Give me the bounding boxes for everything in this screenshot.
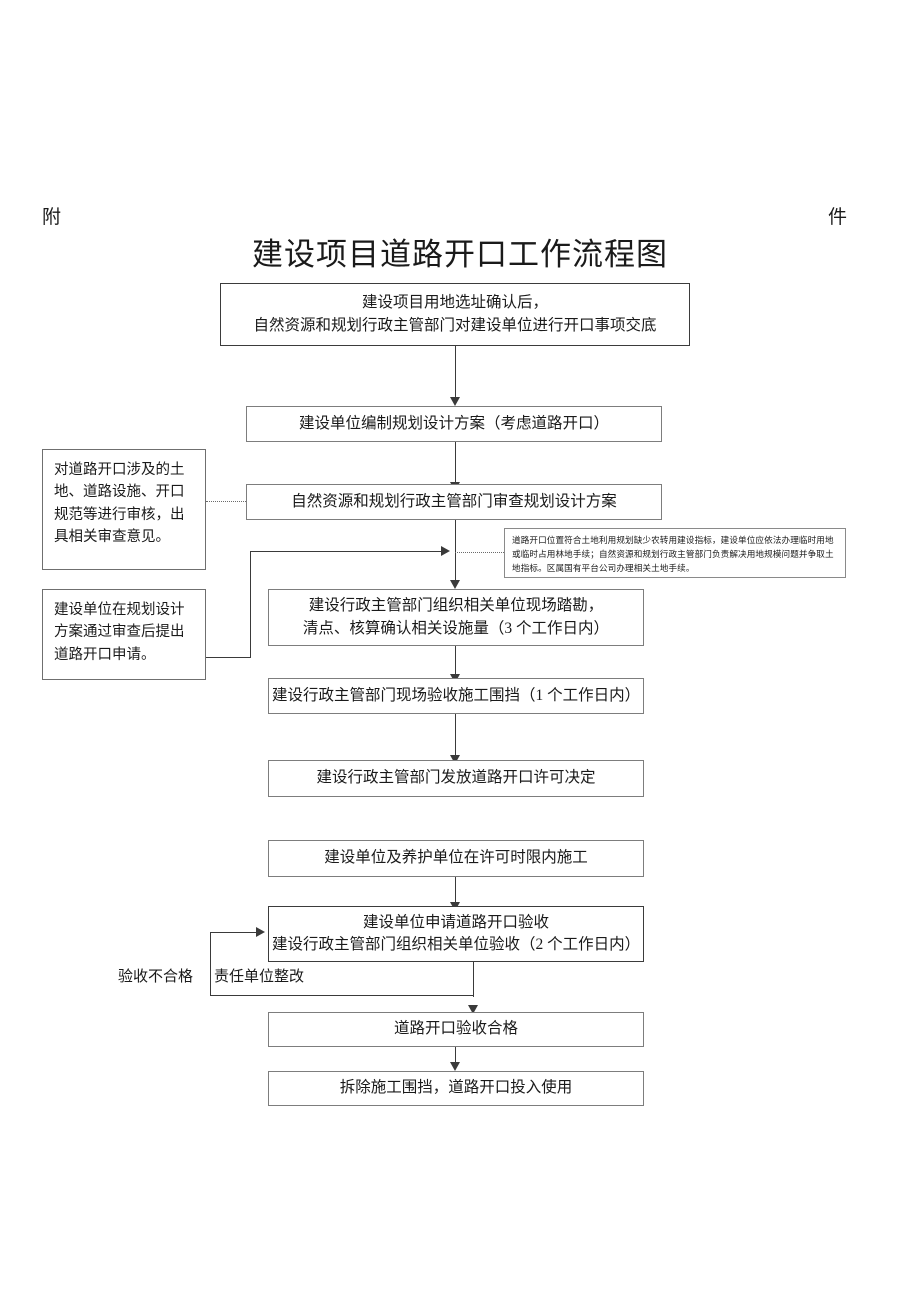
note-land-index-text: 道路开口位置符合土地利用规划缺少农转用建设指标，建设单位应依法办理临时用地或临时… [512, 535, 834, 573]
node-review-plan: 自然资源和规划行政主管部门审查规划设计方案 [246, 484, 662, 520]
node-disclosure-line-1: 建设项目用地选址确认后， [361, 294, 548, 312]
connector-n4-n5 [455, 646, 456, 677]
elbow-note2-h2 [250, 551, 443, 552]
arrowhead-n8-n9 [468, 1005, 478, 1014]
leader-note1-to-node3 [206, 501, 246, 502]
node-apply-acceptance-line-1: 建设单位申请道路开口验收 [362, 913, 549, 931]
elbow-note2-v [250, 551, 251, 658]
arrowhead-n1-n2 [450, 397, 460, 406]
elbow-note2-h [206, 657, 251, 658]
node-disclosure: 建设项目用地选址确认后， 自然资源和规划行政主管部门对建设单位进行开口事项交底 [220, 283, 690, 346]
node-review-plan-label: 自然资源和规划行政主管部门审查规划设计方案 [291, 492, 617, 510]
node-apply-acceptance-line-2: 建设行政主管部门组织相关单位验收（2 个工作日内） [271, 936, 641, 953]
attachment-mark-left: 附 [42, 207, 62, 228]
arrowhead-n9-n10 [450, 1062, 460, 1071]
note-review-scope: 对道路开口涉及的土地、道路设施、开口规范等进行审核，出具相关审查意见。 [42, 449, 206, 570]
connector-n9-n10 [455, 1047, 456, 1066]
node-issue-permit-label: 建设行政主管部门发放道路开口许可决定 [316, 769, 596, 787]
loop-label-rectify: 责任单位整改 [214, 969, 305, 985]
node-prepare-plan-label: 建设单位编制规划设计方案（考虑道路开口） [298, 414, 609, 432]
arrowhead-note2-to-trunk [441, 546, 450, 556]
connector-n5-n6 [455, 714, 456, 758]
note-land-index: 道路开口位置符合土地利用规划缺少农转用建设指标，建设单位应依法办理临时用地或临时… [504, 528, 846, 578]
loop-bottom [210, 995, 474, 996]
leader-note3-to-trunk [455, 552, 504, 553]
arrowhead-n5-n6 [450, 755, 460, 764]
attachment-mark-right: 件 [828, 207, 848, 228]
node-disclosure-line-2: 自然资源和规划行政主管部门对建设单位进行开口事项交底 [253, 316, 657, 334]
connector-n1-n2 [455, 346, 456, 399]
node-apply-acceptance: 建设单位申请道路开口验收 建设行政主管部门组织相关单位验收（2 个工作日内） [268, 906, 644, 962]
node-construction: 建设单位及养护单位在许可时限内施工 [268, 840, 644, 877]
node-inspect-fence: 建设行政主管部门现场验收施工围挡（1 个工作日内） [268, 678, 644, 714]
node-remove-fence-label: 拆除施工围挡，道路开口投入使用 [339, 1079, 573, 1097]
loop-left-up [210, 932, 211, 996]
node-acceptance-passed: 道路开口验收合格 [268, 1012, 644, 1047]
node-site-survey-line-2: 清点、核算确认相关设施量（3 个工作日内） [302, 619, 610, 637]
connector-n2-n3 [455, 442, 456, 484]
node-inspect-fence-label: 建设行政主管部门现场验收施工围挡（1 个工作日内） [271, 686, 641, 704]
loop-down-from-n8 [473, 962, 474, 997]
node-remove-fence: 拆除施工围挡，道路开口投入使用 [268, 1071, 644, 1106]
page-title: 建设项目道路开口工作流程图 [252, 237, 668, 272]
note-apply-opening: 建设单位在规划设计方案通过审查后提出道路开口申请。 [42, 589, 206, 680]
node-construction-label: 建设单位及养护单位在许可时限内施工 [324, 849, 588, 867]
connector-n7-n8 [455, 877, 456, 905]
node-site-survey-line-1: 建设行政主管部门组织相关单位现场踏勘， [308, 597, 604, 615]
node-acceptance-passed-label: 道路开口验收合格 [393, 1020, 518, 1038]
node-issue-permit: 建设行政主管部门发放道路开口许可决定 [268, 760, 644, 797]
note-review-scope-text: 对道路开口涉及的土地、道路设施、开口规范等进行审核，出具相关审查意见。 [54, 462, 185, 546]
node-site-survey: 建设行政主管部门组织相关单位现场踏勘， 清点、核算确认相关设施量（3 个工作日内… [268, 589, 644, 646]
loop-top-to-n8 [210, 932, 258, 933]
note-apply-opening-text: 建设单位在规划设计方案通过审查后提出道路开口申请。 [54, 602, 185, 663]
loop-label-fail: 验收不合格 [118, 969, 194, 985]
arrowhead-loop-to-n8 [256, 927, 265, 937]
arrowhead-n3-n4 [450, 580, 460, 589]
node-prepare-plan: 建设单位编制规划设计方案（考虑道路开口） [246, 406, 662, 442]
